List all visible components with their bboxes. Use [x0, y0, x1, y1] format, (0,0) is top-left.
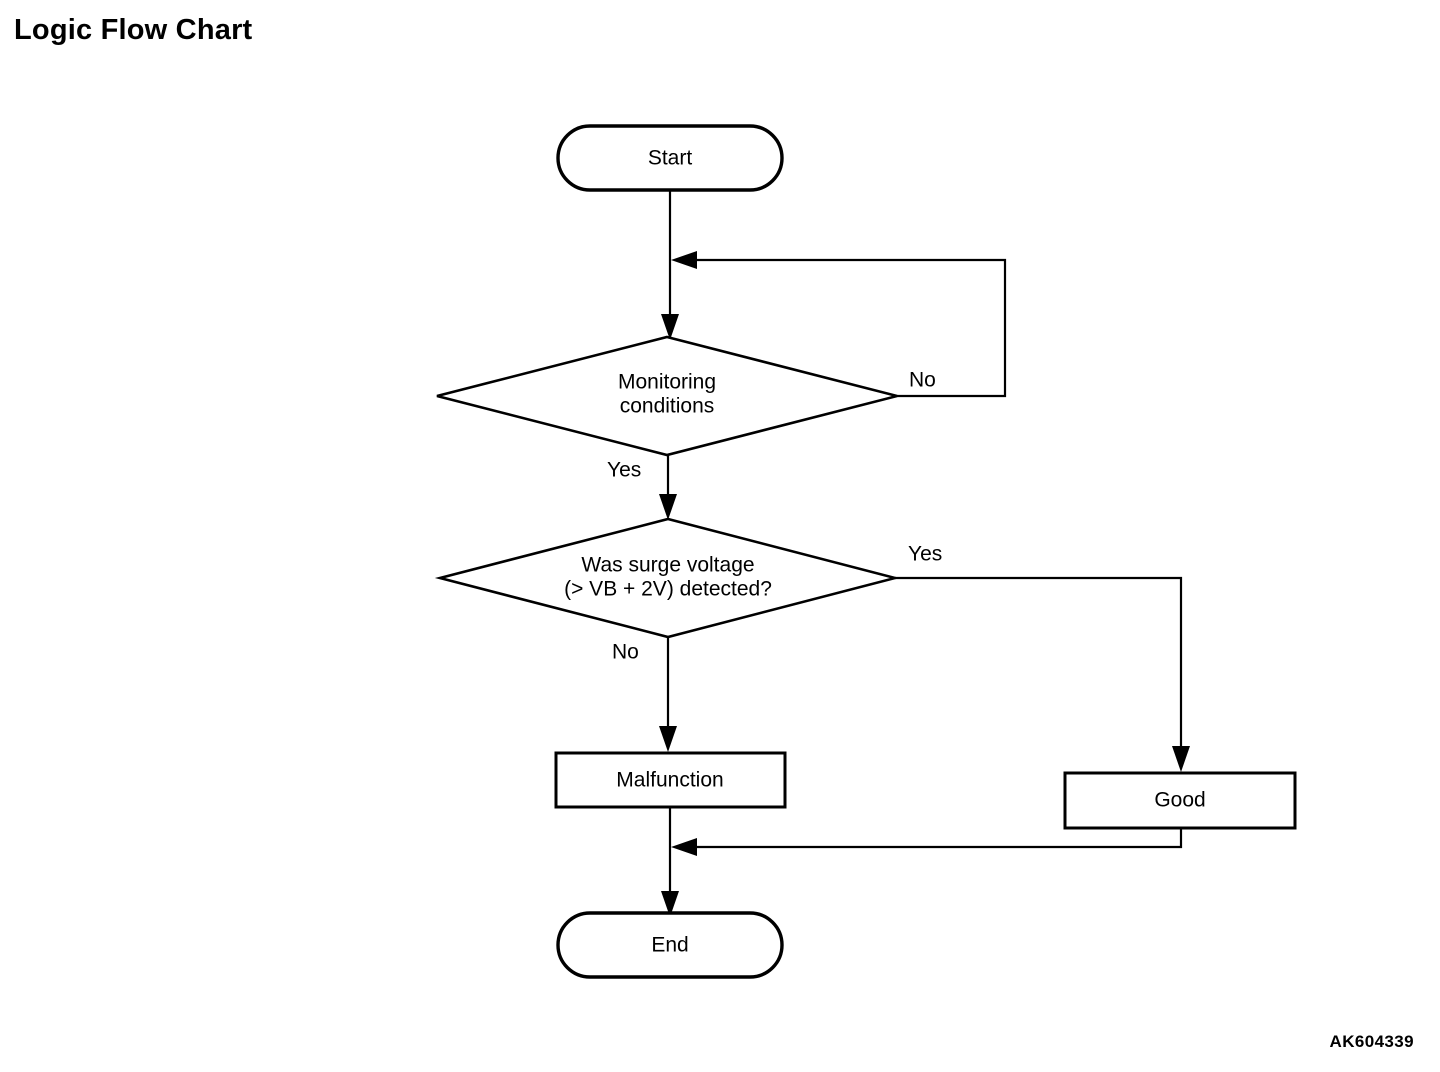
arrowhead-monitoring-no-loopback: [671, 251, 697, 269]
arrowhead-start-to-monitoring: [661, 314, 679, 340]
start-label: Start: [648, 147, 693, 170]
node-good[interactable]: Good: [1063, 771, 1297, 830]
edge-label-surge-no: No: [612, 641, 639, 664]
node-start[interactable]: Start: [556, 124, 784, 192]
monitoring-decision-shape: [436, 335, 898, 457]
malfunction-label: Malfunction: [616, 769, 723, 792]
arrowhead-surge-yes-to-good: [1172, 746, 1190, 772]
node-surge-voltage[interactable]: Was surge voltage (> VB + 2V) detected?: [434, 517, 901, 639]
edge-label-monitoring-yes: Yes: [607, 459, 641, 482]
monitoring-label-line1: Monitoring: [618, 371, 716, 394]
start-terminator-shape: [556, 124, 784, 192]
connector-good-to-end-merge: [690, 828, 1183, 849]
end-terminator-shape: [556, 911, 784, 979]
arrowhead-surge-no-to-malfunction: [659, 726, 677, 752]
node-malfunction[interactable]: Malfunction: [554, 751, 787, 809]
good-box-shape: [1063, 771, 1297, 830]
arrowhead-monitoring-to-surge: [659, 494, 677, 520]
node-end[interactable]: End: [556, 911, 784, 979]
edge-label-surge-yes: Yes: [908, 543, 942, 566]
arrowhead-malfunction-to-end: [661, 891, 679, 917]
monitoring-label-line2: conditions: [620, 395, 715, 418]
page-title: Logic Flow Chart: [14, 14, 253, 46]
surge-decision-shape: [434, 517, 901, 639]
node-monitoring-conditions[interactable]: Monitoring conditions: [436, 335, 898, 457]
reference-code: AK604339: [1329, 1032, 1414, 1051]
arrowhead-good-to-end-merge: [671, 838, 697, 856]
good-label: Good: [1154, 789, 1205, 812]
malfunction-box-shape: [554, 751, 787, 809]
edge-label-monitoring-no: No: [909, 369, 936, 392]
connector-monitoring-no-loopback: [690, 258, 1007, 398]
end-label: End: [651, 934, 688, 957]
surge-label-line1: Was surge voltage: [581, 554, 754, 577]
surge-label-line2: (> VB + 2V) detected?: [564, 578, 772, 601]
connector-surge-yes-to-good: [895, 576, 1183, 752]
